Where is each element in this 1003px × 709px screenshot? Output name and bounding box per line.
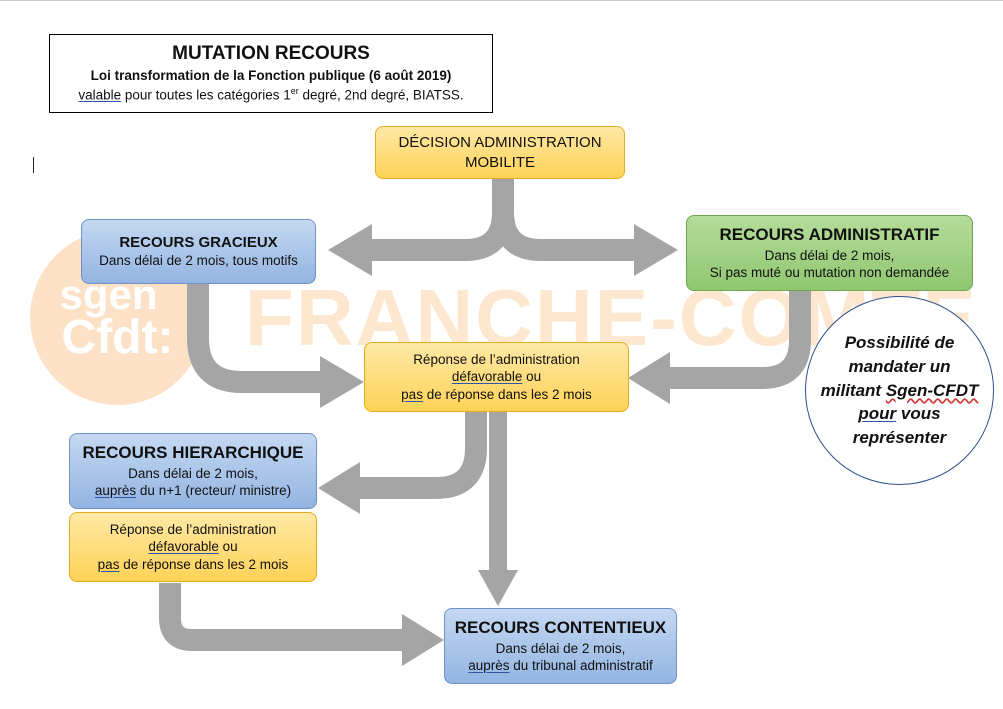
node-reponse-administration-2: Réponse de l’administration défavorable … — [69, 512, 317, 582]
reponse1-line-2: défavorable ou — [365, 368, 628, 386]
gracieux-title: RECOURS GRACIEUX — [119, 233, 278, 251]
callout-line-3-pre: militant — [820, 380, 886, 400]
callout-line-2: mandater un — [848, 356, 951, 376]
gracieux-body: Dans délai de 2 mois, tous motifs — [99, 253, 298, 269]
top-border-line — [0, 0, 1003, 1]
reponse1-ou: ou — [522, 369, 542, 385]
scope-valable: valable — [78, 87, 122, 103]
callout-line-4: pour vous — [806, 402, 993, 426]
reponse2-line-3-rest: de réponse dans les 2 mois — [119, 556, 289, 572]
reponse2-pas: pas — [97, 556, 120, 572]
contentieux-title: RECOURS CONTENTIEUX — [454, 618, 667, 638]
text-cursor — [33, 157, 34, 173]
header-box: MUTATION RECOURS Loi transformation de l… — [49, 34, 493, 113]
connector-administratif-to-reponse — [670, 290, 811, 389]
hierarchique-body-1: Dans délai de 2 mois, — [128, 465, 258, 481]
hierarchique-title: RECOURS HIERARCHIQUE — [82, 443, 304, 463]
arrowhead-reponse2-to-contentieux — [402, 614, 444, 666]
hierarchique-body-2: auprès du n+1 (recteur/ ministre) — [70, 482, 316, 500]
arrowhead-to-hierarchique — [318, 462, 360, 514]
connector-decision-to-gracieux — [372, 211, 514, 261]
callout-line-3: militant Sgen-CFDT — [806, 379, 993, 403]
callout-mandater-militant: Possibilité de mandater un militant Sgen… — [805, 296, 994, 485]
scope-post: degré, 2nd degré, BIATSS. — [298, 87, 464, 103]
arrowhead-to-contentieux — [478, 570, 518, 606]
connector-reponse2-to-contentieux — [159, 583, 402, 651]
reponse2-line-1: Réponse de l’administration — [109, 521, 277, 537]
decision-line-1: DÉCISION ADMINISTRATION — [398, 134, 602, 151]
callout-line-5: représenter — [852, 428, 947, 448]
scope-pre: pour toutes les catégories 1 — [121, 87, 291, 103]
contentieux-aupres: auprès — [468, 658, 510, 674]
page-subtitle: Loi transformation de la Fonction publiq… — [90, 67, 452, 83]
scope-superscript: er — [290, 85, 299, 96]
node-recours-administratif: RECOURS ADMINISTRATIF Dans délai de 2 mo… — [686, 215, 973, 291]
reponse1-line-3: pas de réponse dans les 2 mois — [365, 386, 628, 404]
callout-pour: pour — [858, 404, 897, 424]
reponse2-line-2: défavorable ou — [70, 538, 316, 556]
contentieux-body-1: Dans délai de 2 mois, — [495, 640, 626, 656]
decision-line-2: MOBILITE — [464, 153, 535, 171]
reponse1-pas: pas — [401, 386, 423, 402]
arrowhead-administratif-to-reponse — [628, 352, 670, 404]
administratif-body-2: Si pas muté ou mutation non demandée — [709, 265, 950, 281]
hierarchique-body-2-rest: du n+1 (recteur/ ministre) — [136, 483, 292, 499]
reponse1-line-3-rest: de réponse dans les 2 mois — [422, 386, 592, 402]
reponse2-ou: ou — [218, 539, 238, 555]
connector-reponse-to-hierarchique — [360, 412, 487, 499]
arrowhead-to-gracieux — [328, 224, 372, 276]
reponse2-line-3: pas de réponse dans les 2 mois — [70, 556, 316, 574]
hierarchique-aupres: auprès — [94, 483, 137, 499]
node-recours-contentieux: RECOURS CONTENTIEUX Dans délai de 2 mois… — [444, 608, 677, 684]
node-reponse-administration: Réponse de l’administration défavorable … — [364, 342, 629, 412]
node-decision-administration: DÉCISION ADMINISTRATION MOBILITE — [375, 126, 625, 179]
contentieux-body-2: auprès du tribunal administratif — [445, 657, 676, 675]
connector-decision-to-administratif — [492, 211, 634, 261]
administratif-title: RECOURS ADMINISTRATIF — [719, 225, 940, 245]
page-title: MUTATION RECOURS — [172, 43, 370, 64]
arrowhead-gracieux-to-reponse — [320, 356, 364, 408]
contentieux-body-2-rest: du tribunal administratif — [509, 658, 653, 674]
connector-gracieux-to-reponse — [187, 283, 320, 393]
arrowhead-to-administratif — [634, 224, 678, 276]
callout-brand: Sgen-CFDT — [885, 380, 979, 400]
reponse2-defavorable: défavorable — [148, 539, 219, 555]
scope-line: valable pour toutes les catégories 1er d… — [50, 85, 492, 105]
callout-line-1: Possibilité de — [844, 333, 955, 352]
reponse1-defavorable: défavorable — [451, 369, 523, 385]
node-recours-gracieux: RECOURS GRACIEUX Dans délai de 2 mois, t… — [81, 219, 316, 284]
logo-line-2: Cfdt: — [61, 310, 174, 364]
callout-line-4-rest: vous — [896, 404, 941, 424]
administratif-body-1: Dans délai de 2 mois, — [764, 247, 895, 263]
node-recours-hierarchique: RECOURS HIERARCHIQUE Dans délai de 2 moi… — [69, 433, 317, 509]
reponse1-line-1: Réponse de l’administration — [413, 351, 580, 367]
